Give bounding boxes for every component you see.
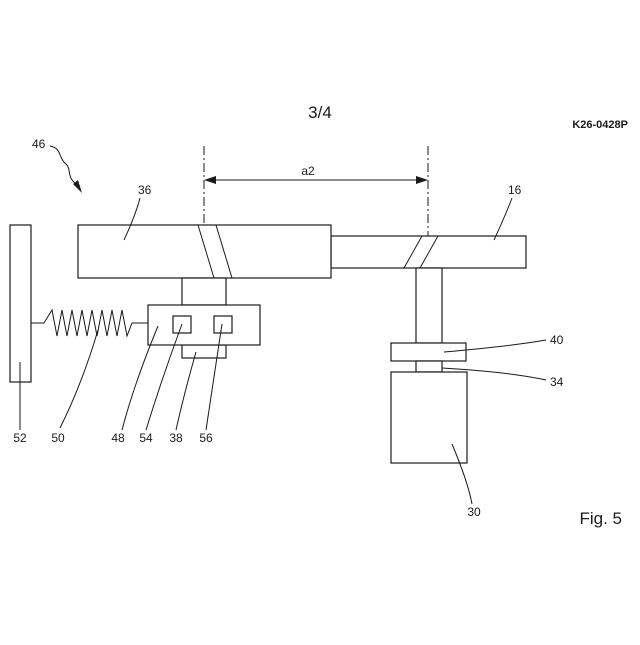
- ref-arrow-46: [50, 146, 76, 184]
- ref-label-46: 46: [32, 137, 46, 151]
- spring-50: [31, 310, 148, 336]
- shaft-36: [78, 225, 331, 278]
- ref-label-38: 38: [169, 431, 183, 445]
- dimension-arrow-right: [416, 176, 428, 184]
- ref-label-36: 36: [138, 183, 152, 197]
- connector-neck: [182, 278, 226, 305]
- wall-52: [10, 225, 31, 382]
- component-40: [391, 343, 466, 361]
- dimension-arrow-left: [204, 176, 216, 184]
- leader-16: [494, 198, 512, 240]
- figure-caption: Fig. 5: [579, 509, 622, 528]
- document-code: K26-0428P: [572, 119, 628, 131]
- dimension-label-a2: a2: [301, 164, 315, 178]
- ref-label-54: 54: [139, 431, 153, 445]
- ref-label-30: 30: [467, 505, 481, 519]
- page-number: 3/4: [308, 103, 332, 122]
- ref-label-16: 16: [508, 183, 522, 197]
- component-56: [214, 316, 232, 333]
- component-48: [148, 305, 260, 345]
- ref-label-52: 52: [13, 431, 27, 445]
- ref-label-50: 50: [51, 431, 65, 445]
- leader-38: [176, 352, 196, 430]
- component-30: [391, 372, 467, 463]
- component-34: [416, 361, 442, 372]
- ref-label-40: 40: [550, 333, 564, 347]
- vertical-shaft: [416, 268, 442, 343]
- component-38: [182, 345, 226, 358]
- ref-label-56: 56: [199, 431, 213, 445]
- ref-label-48: 48: [111, 431, 125, 445]
- ref-label-34: 34: [550, 375, 564, 389]
- leader-50: [60, 330, 98, 428]
